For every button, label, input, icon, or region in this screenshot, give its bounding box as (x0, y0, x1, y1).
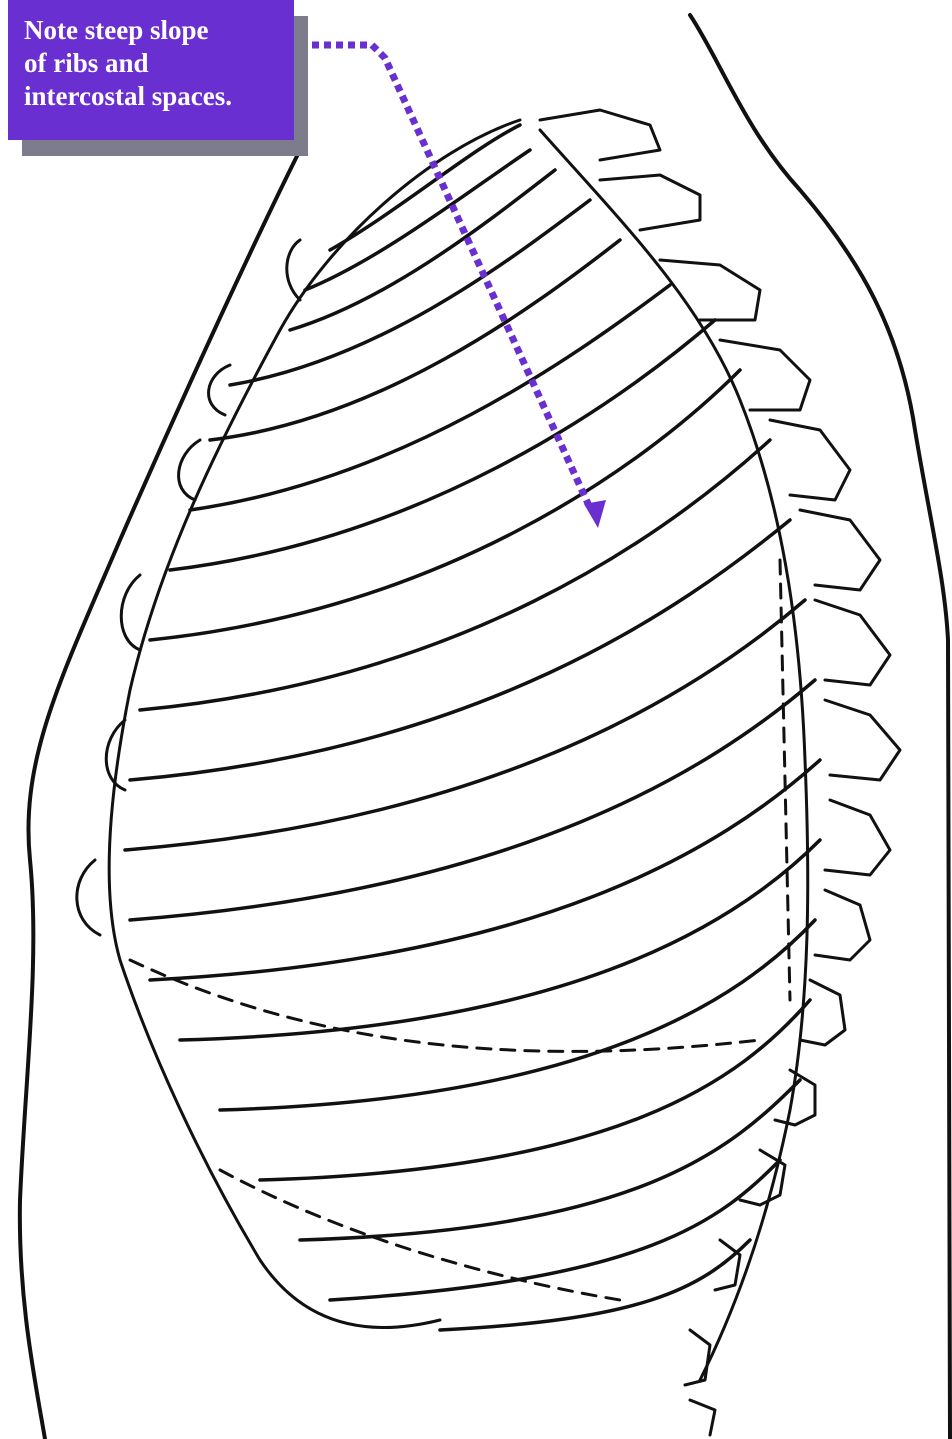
callout-line-3: intercostal spaces. (24, 80, 294, 113)
arrow-head (584, 500, 606, 528)
callout-line-2: of ribs and (24, 47, 294, 80)
vertebrae (540, 110, 900, 1435)
callout-line-1: Note steep slope (24, 14, 294, 47)
body-outline-front (20, 150, 300, 1439)
spine-border (540, 130, 808, 1380)
body-outline-back (690, 15, 950, 1439)
callout-box: Note steep slope of ribs and intercostal… (8, 0, 294, 140)
ribs (125, 125, 820, 1330)
hidden-lines (130, 560, 790, 1300)
costal-margin (109, 120, 520, 1328)
